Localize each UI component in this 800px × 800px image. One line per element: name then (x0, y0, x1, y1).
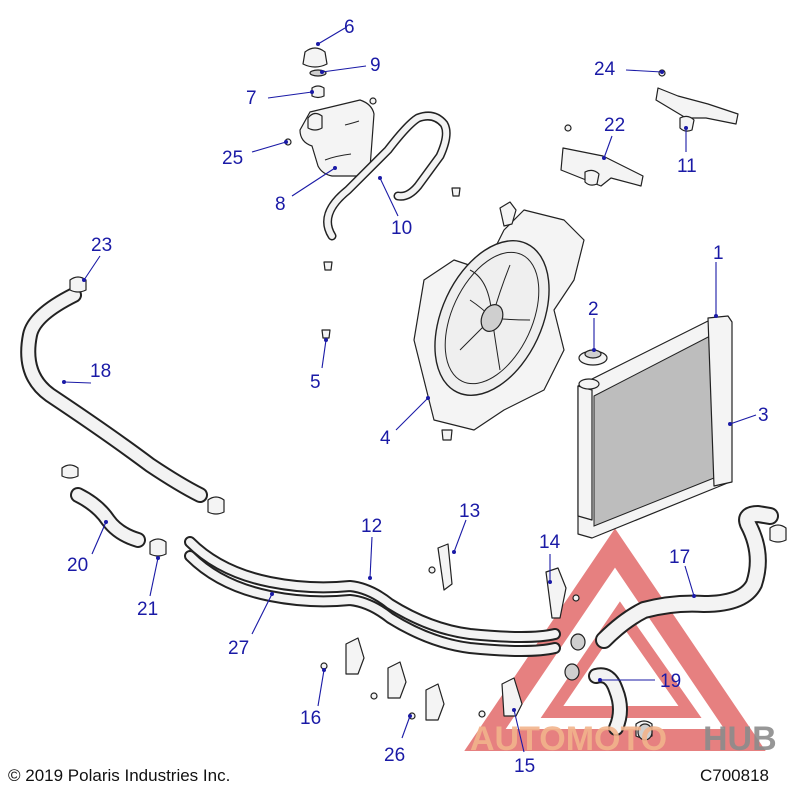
hose-17 (595, 505, 787, 649)
callout-3: 3 (758, 405, 769, 426)
callout-14: 14 (539, 532, 561, 553)
callout-16: 16 (300, 708, 321, 729)
callout-labels: 1 2 3 4 5 6 7 8 9 10 11 12 13 14 15 16 1… (67, 17, 769, 777)
radiator-cap (578, 349, 608, 366)
radiator-brackets (560, 69, 739, 187)
overflow-hose-10 (323, 111, 451, 241)
callout-27: 27 (228, 638, 249, 659)
cooling-fan-assembly (413, 201, 585, 431)
hose-clamps (564, 633, 653, 741)
callout-11: 11 (677, 156, 697, 177)
watermark-part1: AUTOMOTO (470, 720, 667, 758)
tube-brackets (428, 543, 580, 619)
callout-20: 20 (67, 555, 88, 576)
callout-8: 8 (275, 194, 286, 215)
callout-10: 10 (391, 218, 412, 239)
callout-5: 5 (310, 372, 321, 393)
callout-17: 17 (669, 547, 690, 568)
callout-6: 6 (344, 17, 355, 38)
diagram-code: C700818 (700, 766, 769, 785)
callout-18: 18 (90, 361, 111, 382)
callout-23: 23 (91, 235, 112, 256)
expansion-bottle-group (284, 47, 377, 177)
callout-leaders (62, 27, 757, 753)
copyright-text: © 2019 Polaris Industries Inc. (8, 766, 230, 785)
hose-20 (61, 464, 225, 557)
callout-19: 19 (660, 671, 681, 692)
watermark-part2: HUB (703, 720, 777, 758)
callout-22: 22 (604, 115, 625, 136)
callout-7: 7 (246, 88, 257, 109)
callout-13: 13 (459, 501, 480, 522)
callout-24: 24 (594, 59, 616, 80)
radiator (577, 315, 733, 539)
callout-9: 9 (370, 55, 381, 76)
callout-2: 2 (588, 299, 599, 320)
callout-1: 1 (713, 243, 724, 264)
watermark-text: AUTOMOTO HUB (470, 720, 777, 758)
callout-26: 26 (384, 745, 405, 766)
hose-18 (20, 276, 208, 503)
callout-4: 4 (380, 428, 391, 449)
callout-12: 12 (361, 516, 382, 537)
callout-21: 21 (137, 599, 158, 620)
callout-15: 15 (514, 756, 535, 777)
callout-25: 25 (222, 148, 243, 169)
coolant-tubes (184, 536, 561, 657)
